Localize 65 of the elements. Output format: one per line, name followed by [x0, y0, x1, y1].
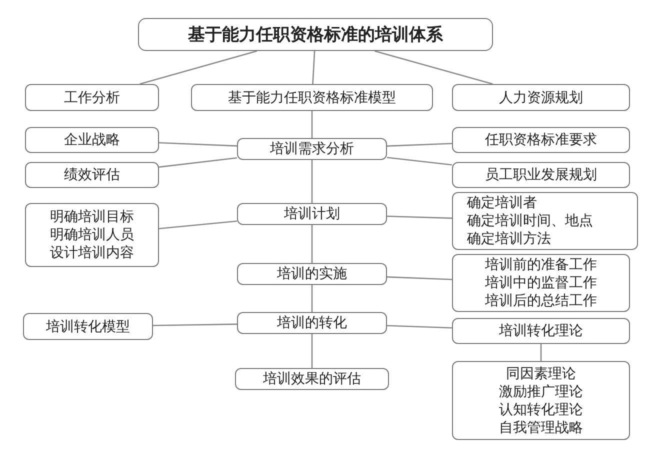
- rounded-box: [452, 162, 630, 188]
- node-text: 任职资格标准要求: [485, 131, 597, 149]
- rounded-box: [452, 127, 630, 153]
- rounded-box: [23, 313, 153, 340]
- connector-line: [386, 276, 452, 280]
- connector-line: [311, 225, 313, 263]
- node-text: 培训转化理论: [499, 322, 583, 340]
- rounded-box: [237, 203, 387, 225]
- node-text: 认知转化理论: [499, 400, 583, 418]
- connector-line: [311, 285, 313, 312]
- node-text: 激励推广理论: [499, 382, 583, 400]
- rounded-box: [452, 192, 638, 250]
- node-text: 基于能力任职资格标准模型: [228, 88, 396, 106]
- heading-text: 基于能力任职资格标准的培训体系: [188, 24, 443, 44]
- node-text: 确定培训者: [467, 194, 537, 212]
- node-text: 培训计划: [284, 205, 340, 223]
- rounded-box: [25, 203, 159, 267]
- rounded-box: [237, 263, 387, 285]
- connector-line: [386, 142, 452, 147]
- rounded-box: [237, 138, 387, 160]
- connector-line: [140, 50, 258, 85]
- node-text: 培训转化模型: [46, 318, 130, 336]
- rounded-box: [25, 127, 159, 153]
- node-text: 培训后的总结工作: [485, 292, 597, 310]
- rounded-box: [452, 254, 630, 312]
- node-text: 绩效评估: [64, 166, 120, 184]
- connector-line: [311, 160, 313, 203]
- node-text: 自我管理战略: [499, 418, 583, 436]
- connector-line: [540, 344, 542, 361]
- connector-line: [312, 50, 316, 84]
- rounded-box: [452, 361, 630, 440]
- rounded-box: [237, 312, 387, 334]
- rounded-box: [191, 84, 433, 111]
- node-text: 明确培训目标: [50, 208, 134, 226]
- title-box: [138, 18, 493, 51]
- connector-line: [386, 216, 452, 219]
- node-text: 员工职业发展规划: [485, 166, 597, 184]
- node-text: 培训的转化: [277, 314, 347, 332]
- node-text: 培训中的监督工作: [485, 274, 597, 292]
- node-text: 培训前的准备工作: [485, 256, 597, 274]
- rounded-box: [452, 84, 630, 111]
- rounded-box: [25, 162, 159, 188]
- node-text: 确定培训时间、地点: [467, 212, 593, 230]
- node-text: 人力资源规划: [499, 88, 583, 106]
- node-text: 设计培训内容: [50, 244, 134, 262]
- node-text: 培训的实施: [277, 265, 347, 283]
- connector-line: [311, 111, 313, 138]
- node-text: 确定培训方法: [467, 230, 551, 248]
- rounded-box: [452, 318, 630, 344]
- connector-line: [152, 324, 238, 326]
- connector-line: [311, 334, 313, 368]
- node-text: 同因素理论: [506, 364, 576, 382]
- connector-line: [386, 324, 452, 329]
- node-text: 企业战略: [64, 131, 120, 149]
- node-text: 工作分析: [64, 88, 120, 106]
- node-text: 培训需求分析: [270, 140, 354, 158]
- connector-line: [158, 142, 238, 147]
- rounded-box: [235, 368, 389, 390]
- connector-line: [158, 220, 238, 230]
- node-text: 明确培训人员: [50, 226, 134, 244]
- connector-line: [158, 157, 238, 168]
- connector-line: [374, 50, 493, 85]
- node-text: 培训效果的评估: [263, 370, 361, 388]
- connector-line: [386, 156, 452, 166]
- rounded-box: [25, 84, 159, 111]
